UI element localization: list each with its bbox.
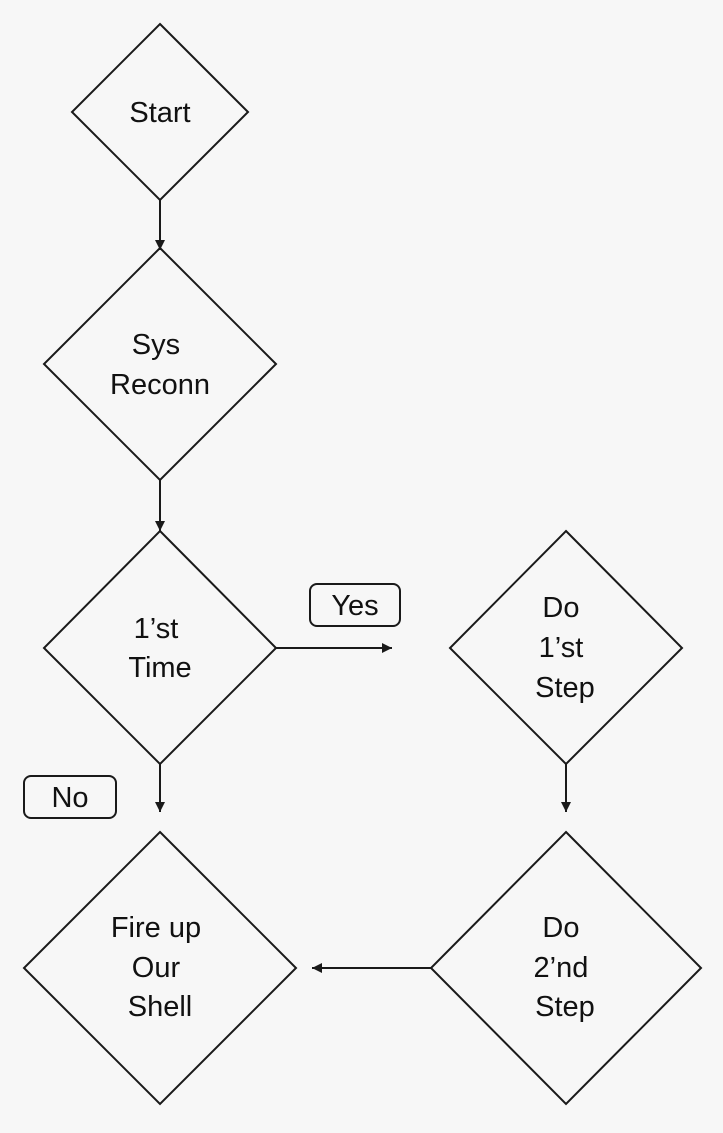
node-fire-up-shell (22, 830, 298, 1106)
no-label-box (23, 775, 117, 819)
no-label: No (51, 782, 88, 814)
node-do-second-step-label: Do 2’nd Step (534, 912, 597, 1023)
node-fire-up-shell-label: Fire up Our Shell (111, 912, 209, 1023)
yes-label: Yes (331, 590, 378, 622)
node-first-time (42, 529, 278, 766)
yes-label-box (309, 583, 401, 627)
node-sys-reconn (42, 246, 278, 482)
node-do-second-step (429, 830, 703, 1106)
node-sys-reconn-label: Sys Reconn (110, 329, 210, 401)
node-start-label: Start (129, 97, 190, 129)
node-first-time-label: 1’st Time (128, 613, 191, 684)
node-do-first-step-label: Do 1’st Step (535, 592, 595, 704)
